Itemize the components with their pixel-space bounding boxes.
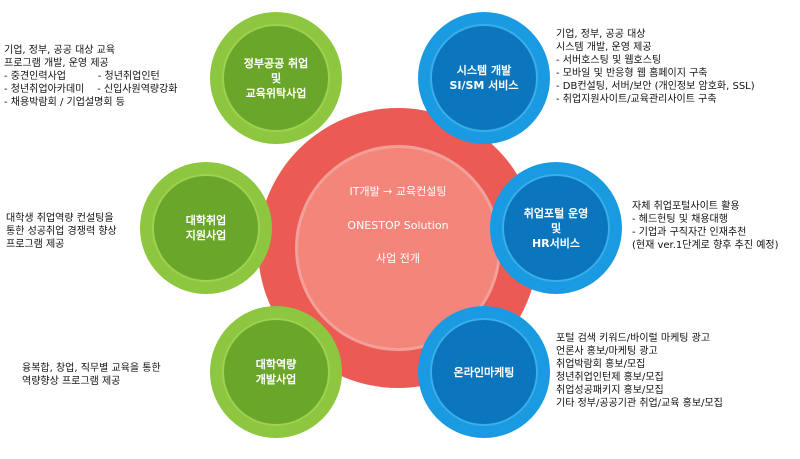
node-portal-line-1: 취업포털 운영	[523, 206, 589, 220]
desc-gov-line-4: - 청년취업아카데미 - 신입사원역량강화	[4, 84, 178, 95]
desc-system-line-4: - 모바일 및 반응형 웹 홈페이지 구축	[556, 68, 708, 79]
desc-online-line-1: 포털 검색 키워드/바이럴 마케팅 광고	[556, 333, 711, 344]
node-job: 대학역량 개발사업	[210, 306, 342, 438]
node-system: 시스템 개발 SI/SM 서비스	[418, 12, 550, 144]
desc-system: 기업, 정부, 공공 대상 시스템 개발, 운영 제공 - 서버호스팅 및 웹호…	[556, 28, 755, 106]
desc-online-line-3: 취업박람회 홍보/모집	[556, 359, 646, 370]
desc-online-line-5: 취업성공패키지 홍보/모집	[556, 385, 664, 396]
node-gov-line-1: 정부공공 취업	[243, 56, 309, 70]
desc-online-line-2: 언론사 홍보/마케팅 광고	[556, 346, 658, 357]
desc-job-line-1: 융복합, 창업, 직무별 교육을 통한	[22, 363, 161, 374]
desc-system-line-1: 기업, 정부, 공공 대상	[556, 29, 646, 40]
desc-system-line-2: 시스템 개발, 운영 제공	[556, 42, 652, 53]
desc-univ-line-2: 통한 성공취업 경쟁력 향상	[6, 226, 117, 237]
desc-system-line-3: - 서버호스팅 및 웹호스팅	[556, 55, 662, 66]
node-gov: 정부공공 취업 및 교육위탁사업	[210, 12, 342, 144]
desc-gov-line-3: - 중견인력사업 - 청년취업인턴	[4, 71, 160, 82]
desc-online-line-6: 기타 정부/공공기관 취업/교육 홍보/모집	[556, 398, 723, 409]
node-online-line-1: 온라인마케팅	[453, 365, 515, 379]
node-portal: 취업포털 운영 및 HR서비스	[490, 162, 622, 294]
node-system-line-2: SI/SM 서비스	[449, 79, 519, 92]
desc-univ: 대학생 취업역량 컨설팅을 통한 성공취업 경쟁력 향상 프로그램 제공	[6, 212, 117, 251]
desc-univ-line-1: 대학생 취업역량 컨설팅을	[6, 213, 114, 224]
node-gov-line-3: 교육위탁사업	[245, 86, 307, 100]
desc-job: 융복합, 창업, 직무별 교육을 통한 역량향상 프로그램 제공	[22, 362, 161, 388]
desc-portal-line-3: - 기업과 구직자간 인재추천	[632, 227, 747, 238]
desc-online-line-4: 청년취업인턴제 홍보/모집	[556, 372, 664, 383]
node-job-line-2: 개발사업	[255, 373, 297, 386]
desc-gov-line-5: - 채용박람회 / 기업설명회 등	[4, 97, 125, 108]
desc-portal-line-1: 자체 취업포털사이트 활용	[632, 201, 740, 212]
center-line-3: 사업 전개	[376, 252, 420, 265]
node-univ-line-2: 지원사업	[185, 229, 227, 242]
desc-gov-line-1: 기업, 정부, 공공 대상 교육	[4, 45, 116, 56]
node-gov-line-2: 및	[270, 71, 282, 85]
node-portal-line-2: 및	[550, 221, 562, 235]
node-system-line-1: 시스템 개발	[456, 64, 512, 77]
desc-online: 포털 검색 키워드/바이럴 마케팅 광고 언론사 홍보/마케팅 광고 취업박람회…	[556, 332, 723, 410]
node-univ-line-1: 대학취업	[185, 214, 227, 227]
desc-job-line-2: 역량향상 프로그램 제공	[22, 376, 121, 387]
node-job-line-1: 대학역량	[255, 358, 297, 371]
desc-portal: 자체 취업포털사이트 활용 - 헤드헌팅 및 채용대행 - 기업과 구직자간 인…	[632, 200, 779, 252]
node-online: 온라인마케팅	[418, 306, 550, 438]
desc-gov-line-2: 프로그램 개발, 운영 제공	[4, 58, 109, 69]
desc-system-line-6: - 취업지원사이트/교육관리사이트 구축	[556, 94, 717, 105]
desc-gov: 기업, 정부, 공공 대상 교육 프로그램 개발, 운영 제공 - 중견인력사업…	[4, 44, 178, 109]
center-line-1: IT개발 → 교육컨설팅	[349, 185, 447, 198]
center-line-2: ONESTOP Solution	[347, 219, 449, 232]
desc-portal-line-4: (현재 ver.1단계로 향후 추진 예정)	[632, 240, 779, 251]
desc-system-line-5: - DB컨설팅, 서버/보안 (개인정보 암호화, SSL)	[556, 81, 755, 92]
desc-univ-line-3: 프로그램 제공	[6, 239, 65, 250]
node-portal-line-3: HR서비스	[531, 236, 581, 250]
desc-portal-line-2: - 헤드헌팅 및 채용대행	[632, 214, 728, 225]
node-univ: 대학취업 지원사업	[140, 162, 272, 294]
